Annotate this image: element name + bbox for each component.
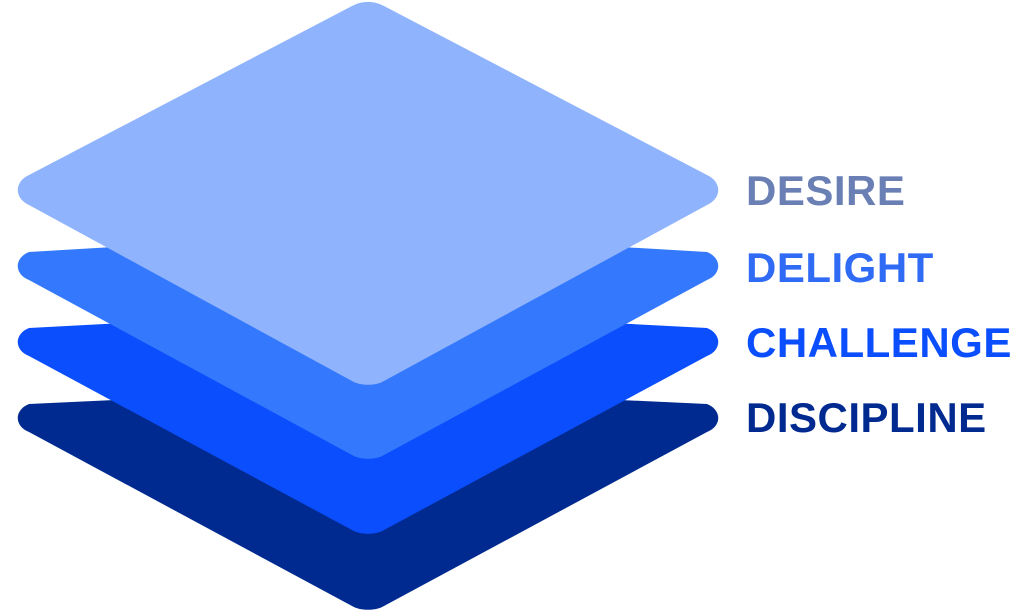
label-challenge: CHALLENGE bbox=[746, 319, 1012, 366]
label-delight: DELIGHT bbox=[746, 244, 934, 291]
layer-desire-shape bbox=[17, 2, 719, 385]
label-discipline: DISCIPLINE bbox=[746, 394, 987, 441]
label-desire: DESIRE bbox=[746, 167, 905, 214]
